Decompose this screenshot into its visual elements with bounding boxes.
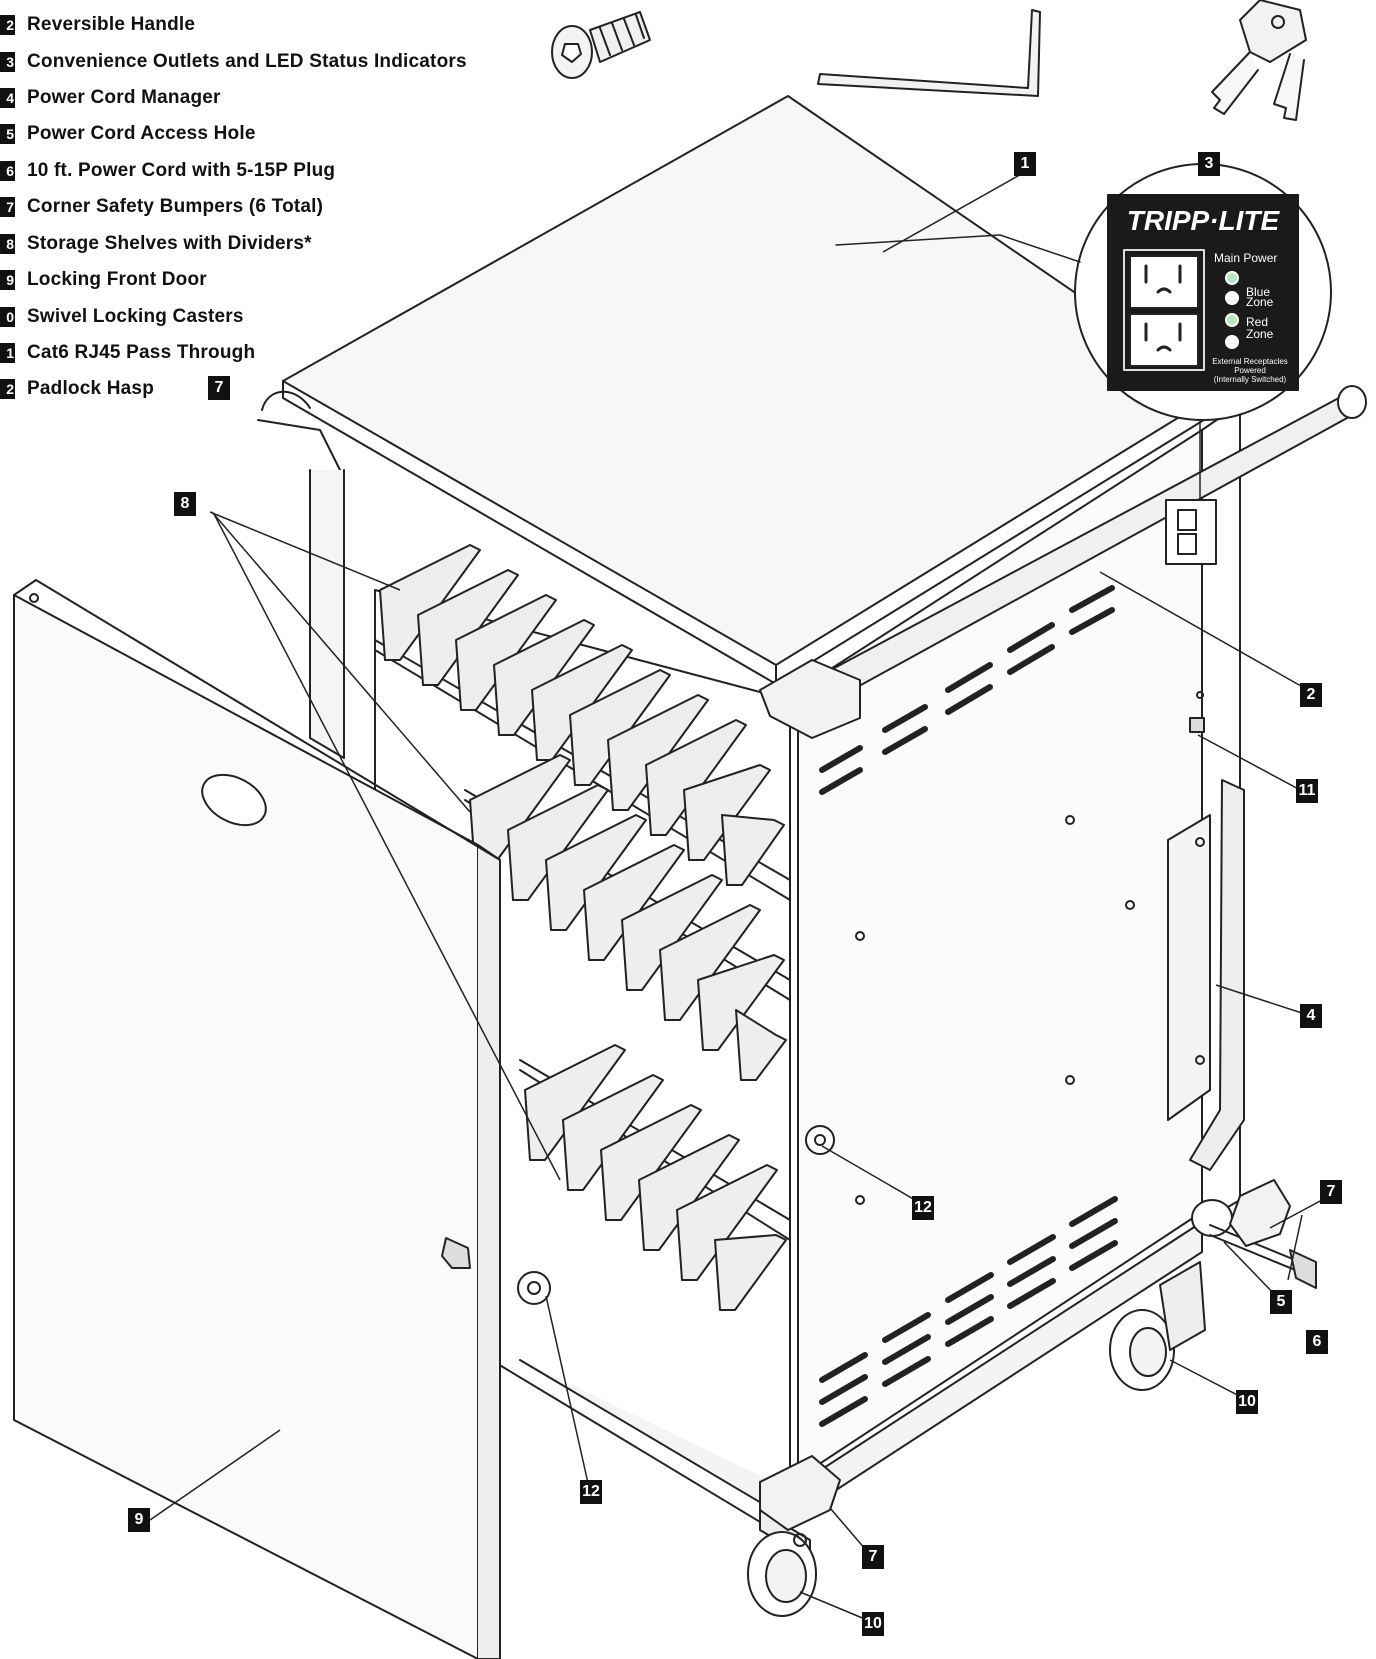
door-window: [201, 773, 267, 827]
callout-10-front: 10: [862, 1612, 884, 1636]
callout-1: 1: [1014, 152, 1036, 176]
callout-11: 11: [1296, 779, 1318, 803]
callout-7-top: 7: [208, 376, 230, 400]
panel-blue-zone: Zone: [1246, 295, 1274, 309]
legend-item-10: 0 Swivel Locking Casters: [0, 304, 244, 330]
callout-leaders: [149, 171, 1323, 1623]
legend-number: 3: [0, 52, 15, 72]
callout-9: 9: [128, 1508, 150, 1532]
panel-red-zone: Zone: [1246, 327, 1274, 341]
legend-number: 1: [0, 343, 15, 363]
legend-number: 4: [0, 88, 15, 108]
corner-bumper-bottom-front: [759, 1455, 841, 1531]
front-door: [13, 594, 479, 1659]
shelf-2-dividers: [469, 754, 787, 1081]
hex-key-icon: [817, 9, 1041, 97]
legend-item-6: 6 10 ft. Power Cord with 5-15P Plug: [0, 158, 335, 184]
legend-number: 7: [0, 197, 15, 217]
legend-number: 2: [0, 379, 15, 399]
panel-red: Red: [1246, 315, 1268, 329]
legend-label: Power Cord Access Hole: [27, 123, 256, 144]
legend-number: 5: [0, 124, 15, 144]
legend-item-4: 4 Power Cord Manager: [0, 85, 221, 111]
legend-label: 10 ft. Power Cord with 5-15P Plug: [27, 160, 336, 181]
legend-item-7: 7 Corner Safety Bumpers (6 Total): [0, 194, 323, 220]
legend-label: Convenience Outlets and LED Status Indic…: [27, 51, 467, 72]
legend-item-8: 8 Storage Shelves with Dividers*: [0, 231, 312, 257]
callout-7-front: 7: [862, 1545, 884, 1569]
legend-label: Locking Front Door: [27, 269, 207, 290]
power-cord-manager: [1167, 814, 1211, 1121]
legend-item-9: 9 Locking Front Door: [0, 267, 207, 293]
legend-number: 2: [0, 15, 15, 35]
legend-label: Swivel Locking Casters: [27, 306, 244, 327]
shelf-3-dividers: [524, 1044, 787, 1311]
legend-label: Padlock Hasp: [27, 378, 155, 399]
lower-vents: [819, 1196, 1118, 1427]
rj45-port: [1189, 717, 1205, 733]
callout-4: 4: [1300, 1004, 1322, 1028]
front-caster: [747, 1509, 817, 1617]
side-padlock-hasp: [805, 1125, 835, 1155]
door-lock: [441, 1237, 471, 1269]
legend-number: 0: [0, 307, 15, 327]
callout-2: 2: [1300, 683, 1322, 707]
callout-6: 6: [1306, 1330, 1328, 1354]
legend-item-12: 2 Padlock Hasp: [0, 376, 154, 402]
panel-ext1: External Receptacles: [1212, 357, 1288, 366]
legend-number: 9: [0, 270, 15, 290]
legend-label: Reversible Handle: [27, 14, 196, 35]
front-padlock-hasp: [517, 1271, 551, 1305]
corner-bumper-bottom-rear: [1229, 1179, 1291, 1247]
legend-label: Storage Shelves with Dividers*: [27, 233, 312, 254]
legend-label: Corner Safety Bumpers (6 Total): [27, 196, 324, 217]
legend-item-11: 1 Cat6 RJ45 Pass Through: [0, 340, 255, 366]
legend-label: Cat6 RJ45 Pass Through: [27, 342, 256, 363]
legend-item-3: 3 Convenience Outlets and LED Status Ind…: [0, 49, 467, 75]
callout-10-rear: 10: [1236, 1390, 1258, 1414]
rear-caster: [1109, 1261, 1206, 1391]
callout-12-side: 12: [912, 1196, 934, 1220]
led-panel-text: TRIPP·LITE Main Power Blue Zone Red Zone…: [1127, 205, 1288, 384]
callout-5: 5: [1270, 1290, 1292, 1314]
keys-icon: [1211, 0, 1307, 121]
callout-7-rear: 7: [1320, 1180, 1342, 1204]
callout-8: 8: [174, 492, 196, 516]
panel-main-power: Main Power: [1214, 251, 1277, 265]
callout-3: 3: [1198, 152, 1220, 176]
corner-bumper-top: [759, 659, 861, 739]
shelf-1-dividers: [379, 544, 785, 886]
legend-item-2: 2 Reversible Handle: [0, 12, 195, 38]
legend-number: 6: [0, 161, 15, 181]
screw-icon: [551, 11, 651, 79]
panel-blue: Blue: [1246, 285, 1270, 299]
legend-number: 8: [0, 234, 15, 254]
panel-brand: TRIPP·LITE: [1127, 205, 1281, 236]
panel-ext3: (Internally Switched): [1214, 375, 1287, 384]
power-plug: [1289, 1249, 1317, 1289]
legend-item-5: 5 Power Cord Access Hole: [0, 121, 256, 147]
callout-12-front: 12: [580, 1480, 602, 1504]
legend-label: Power Cord Manager: [27, 87, 221, 108]
upper-vents: [819, 585, 1115, 795]
panel-ext2: Powered: [1234, 366, 1266, 375]
